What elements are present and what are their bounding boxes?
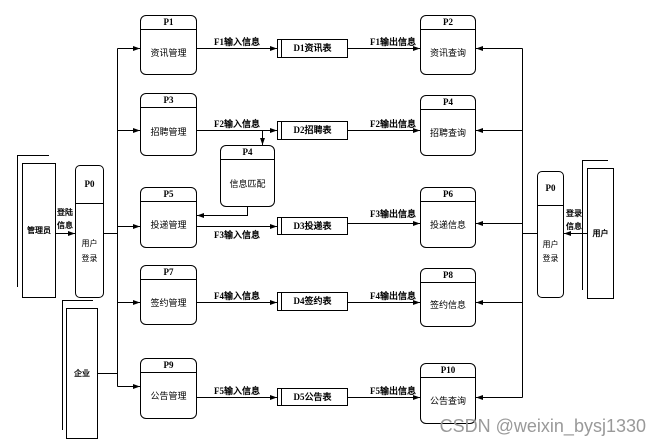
process-name: 用户 登录 xyxy=(538,206,563,297)
f2-output-label: F2输出信息 xyxy=(370,119,416,129)
f3-output-label: F3输出信息 xyxy=(370,209,416,219)
admin-entity: 管理员 xyxy=(22,163,56,298)
matching-to-p5-arrow xyxy=(197,207,248,218)
user-login-info-line-2: 信息 xyxy=(566,222,582,231)
process-name: 签约管理 xyxy=(150,297,187,308)
f4-output-label: F4输出信息 xyxy=(370,291,416,301)
application-data-store: D3投递表 xyxy=(277,217,348,235)
process-name: 招聘管理 xyxy=(150,127,187,137)
contract-info-process: P8 签约信息 xyxy=(420,268,476,327)
process-id: P4 xyxy=(221,146,274,160)
recruitment-query-process: P4 招聘查询 xyxy=(420,95,476,156)
application-management-process: P5 投递管理 xyxy=(140,187,197,248)
f4-input-label: F4输入信息 xyxy=(214,291,260,301)
f5-input-label: F5输入信息 xyxy=(214,386,260,396)
process-id: P5 xyxy=(141,188,196,202)
process-id: P10 xyxy=(421,364,475,378)
process-id: P6 xyxy=(421,188,475,202)
process-name: 投递管理 xyxy=(150,220,187,230)
admin-login-info-label: 登陆 信息 xyxy=(56,206,74,232)
process-id: P9 xyxy=(141,359,196,373)
recruitment-data-store: D2招聘表 xyxy=(277,121,348,140)
process-id: P0 xyxy=(76,166,103,204)
f1-output-label: F1输出信息 xyxy=(370,37,416,47)
f5-output-label: F5输出信息 xyxy=(370,386,416,396)
enterprise-entity-label: 企业 xyxy=(74,369,90,378)
f3-input-label: F3输入信息 xyxy=(214,230,260,240)
news-management-process: P1 资讯管理 xyxy=(140,15,197,75)
process-name: 公告管理 xyxy=(150,391,187,401)
user-entity: 用户 xyxy=(587,168,614,299)
recruitment-management-process: P3 招聘管理 xyxy=(140,93,197,156)
process-name: 签约信息 xyxy=(429,300,466,310)
process-id: P8 xyxy=(421,269,475,283)
f1-input-label: F1输入信息 xyxy=(214,37,260,47)
admin-login-info-line-2: 信息 xyxy=(57,221,73,230)
process-name-line-1: 用户 xyxy=(542,239,559,249)
connector-lines xyxy=(17,46,608,430)
user-login-info-label: 登录 信息 xyxy=(565,207,583,233)
process-id: P3 xyxy=(141,94,196,108)
process-name-line-2: 登录 xyxy=(81,253,98,263)
process-id: P2 xyxy=(421,16,475,30)
process-name: 用户 登录 xyxy=(76,204,103,297)
admin-entity-label: 管理员 xyxy=(27,226,51,235)
user-entity-label: 用户 xyxy=(592,229,609,238)
process-id: P0 xyxy=(538,172,563,206)
process-id: P1 xyxy=(141,16,196,30)
user-login-info-line-1: 登录 xyxy=(566,209,582,218)
announcement-data-store: D5公告表 xyxy=(277,388,348,406)
process-name-line-2: 登录 xyxy=(542,253,559,263)
process-name-line-1: 用户 xyxy=(81,238,98,248)
process-name: 资讯管理 xyxy=(150,47,187,58)
announcement-query-process: P10 公告查询 xyxy=(420,363,476,424)
watermark-text: CSDN @weixin_bysj1330 xyxy=(439,416,646,436)
admin-login-info-line-1: 登陆 xyxy=(57,208,73,217)
info-matching-process: P4 信息匹配 xyxy=(220,145,275,207)
process-name: 资讯查询 xyxy=(429,47,466,58)
news-query-process: P2 资讯查询 xyxy=(420,15,476,75)
process-name: 公告查询 xyxy=(429,396,466,406)
process-id: P7 xyxy=(141,266,196,280)
f2-input-label: F2输入信息 xyxy=(214,119,260,129)
admin-login-process: P0 用户 登录 xyxy=(75,165,104,298)
news-data-store: D1资讯表 xyxy=(277,39,348,58)
contract-management-process: P7 签约管理 xyxy=(140,265,197,325)
process-name: 投递信息 xyxy=(429,220,466,230)
process-name: 信息匹配 xyxy=(229,178,266,189)
user-login-process: P0 用户 登录 xyxy=(537,171,564,298)
application-info-process: P6 投递信息 xyxy=(420,187,476,248)
announcement-management-process: P9 公告管理 xyxy=(140,358,197,419)
process-name: 招聘查询 xyxy=(429,128,466,138)
enterprise-entity: 企业 xyxy=(66,308,98,439)
contract-data-store: D4签约表 xyxy=(277,292,348,311)
process-id: P4 xyxy=(421,96,475,110)
